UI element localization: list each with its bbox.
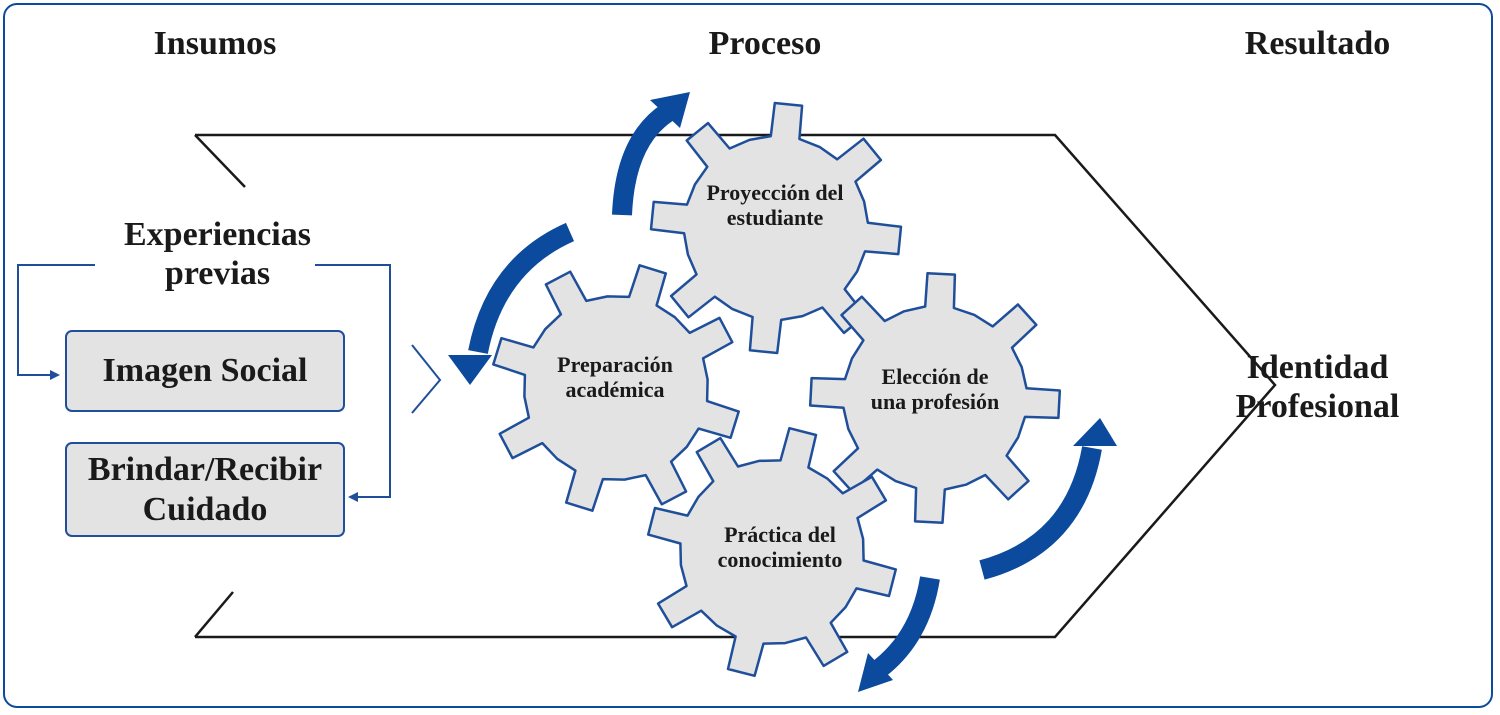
cycle-arrow-top-head (650, 92, 690, 128)
gear-label-choice: Elección de una profesión (870, 364, 1000, 415)
cycle-arrow-left (468, 222, 575, 355)
cycle-arrow-top (612, 103, 674, 216)
cycle-arrow-right (979, 446, 1102, 580)
header-result: Resultado (1244, 25, 1391, 62)
chevron-notch-bottom (194, 591, 234, 638)
input-box-care: Brindar/Recibir Cuidado (65, 442, 345, 537)
previous-experiences-label: Experiencias previas (124, 216, 311, 293)
header-inputs: Insumos (153, 25, 277, 62)
chevron-notch-top (194, 134, 246, 188)
gear-label-practice: Práctica del conocimiento (717, 522, 843, 573)
result-label: Identidad Profesional (1235, 349, 1400, 426)
arrowhead-left (50, 370, 60, 380)
bracket-left (17, 264, 95, 376)
input-box-social-image: Imagen Social (65, 330, 345, 412)
bracket-right (315, 264, 391, 498)
arrowhead-right (348, 492, 358, 502)
gear-practice (646, 426, 898, 678)
diagram-frame (3, 3, 1493, 708)
header-process: Proceso (708, 25, 822, 62)
cycle-arrow-right-head (1073, 418, 1117, 446)
cycle-arrow-bottom-head (858, 653, 893, 692)
gear-preparation (492, 264, 740, 512)
input-chevron (411, 344, 442, 414)
gear-label-projection: Proyección del estudiante (706, 180, 844, 231)
gear-choice (808, 271, 1062, 525)
gear-label-preparation: Preparación académica (557, 352, 673, 403)
cycle-arrow-bottom (868, 576, 940, 681)
cycle-arrow-left-head (448, 355, 492, 385)
